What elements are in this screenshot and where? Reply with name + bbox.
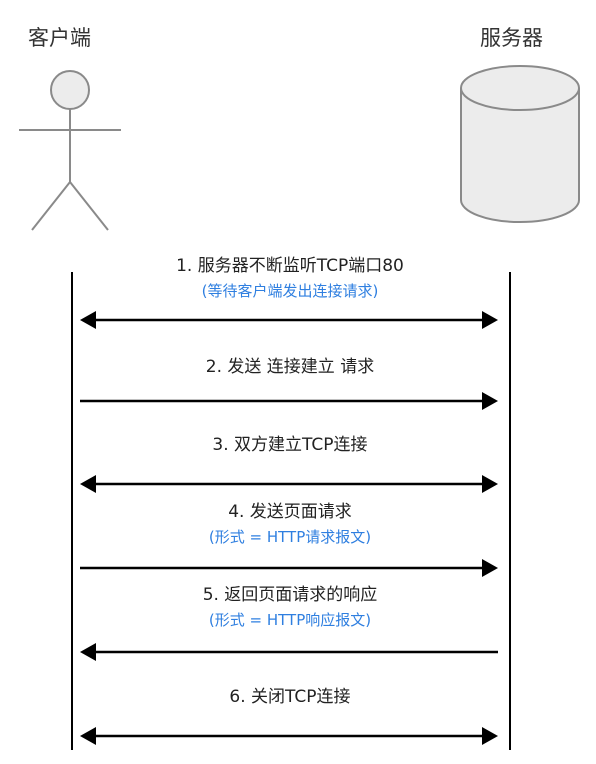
message-arrows	[80, 311, 498, 745]
message-arrow	[80, 475, 498, 493]
message-label: 3. 双方建立TCP连接	[212, 435, 368, 455]
message-note: (形式 = HTTP请求报文)	[208, 528, 372, 546]
message-arrow	[80, 727, 498, 745]
arrowhead-right	[482, 559, 498, 577]
database-cylinder-icon	[460, 65, 580, 223]
message-1: 1. 服务器不断监听TCP端口80 (等待客户端发出连接请求)	[80, 256, 500, 300]
message-5: 5. 返回页面请求的响应 (形式 = HTTP响应报文)	[80, 585, 500, 629]
arrowhead-left	[80, 311, 96, 329]
arrowhead-left	[80, 643, 96, 661]
arrowhead-right	[482, 727, 498, 745]
arrowhead-left	[80, 475, 96, 493]
arrowhead-right	[482, 311, 498, 329]
arrowhead-right	[482, 392, 498, 410]
message-label: 5. 返回页面请求的响应	[202, 585, 378, 605]
message-label: 4. 发送页面请求	[228, 502, 352, 522]
message-6: 6. 关闭TCP连接	[80, 687, 500, 707]
message-label: 6. 关闭TCP连接	[229, 687, 351, 707]
message-3: 3. 双方建立TCP连接	[80, 435, 500, 455]
message-arrow	[80, 643, 498, 661]
message-4: 4. 发送页面请求 (形式 = HTTP请求报文)	[80, 502, 500, 546]
message-label: 2. 发送 连接建立 请求	[205, 357, 375, 377]
stick-figure-icon	[19, 70, 121, 231]
message-2: 2. 发送 连接建立 请求	[80, 357, 500, 377]
message-label: 1. 服务器不断监听TCP端口80	[176, 256, 404, 276]
arrowhead-right	[482, 475, 498, 493]
message-arrow	[80, 392, 498, 410]
message-arrow	[80, 559, 498, 577]
arrowhead-left	[80, 727, 96, 745]
server-title: 服务器	[480, 26, 543, 50]
message-note: (形式 = HTTP响应报文)	[208, 611, 372, 629]
message-note: (等待客户端发出连接请求)	[201, 282, 379, 300]
client-title: 客户端	[28, 26, 91, 50]
message-arrow	[80, 311, 498, 329]
